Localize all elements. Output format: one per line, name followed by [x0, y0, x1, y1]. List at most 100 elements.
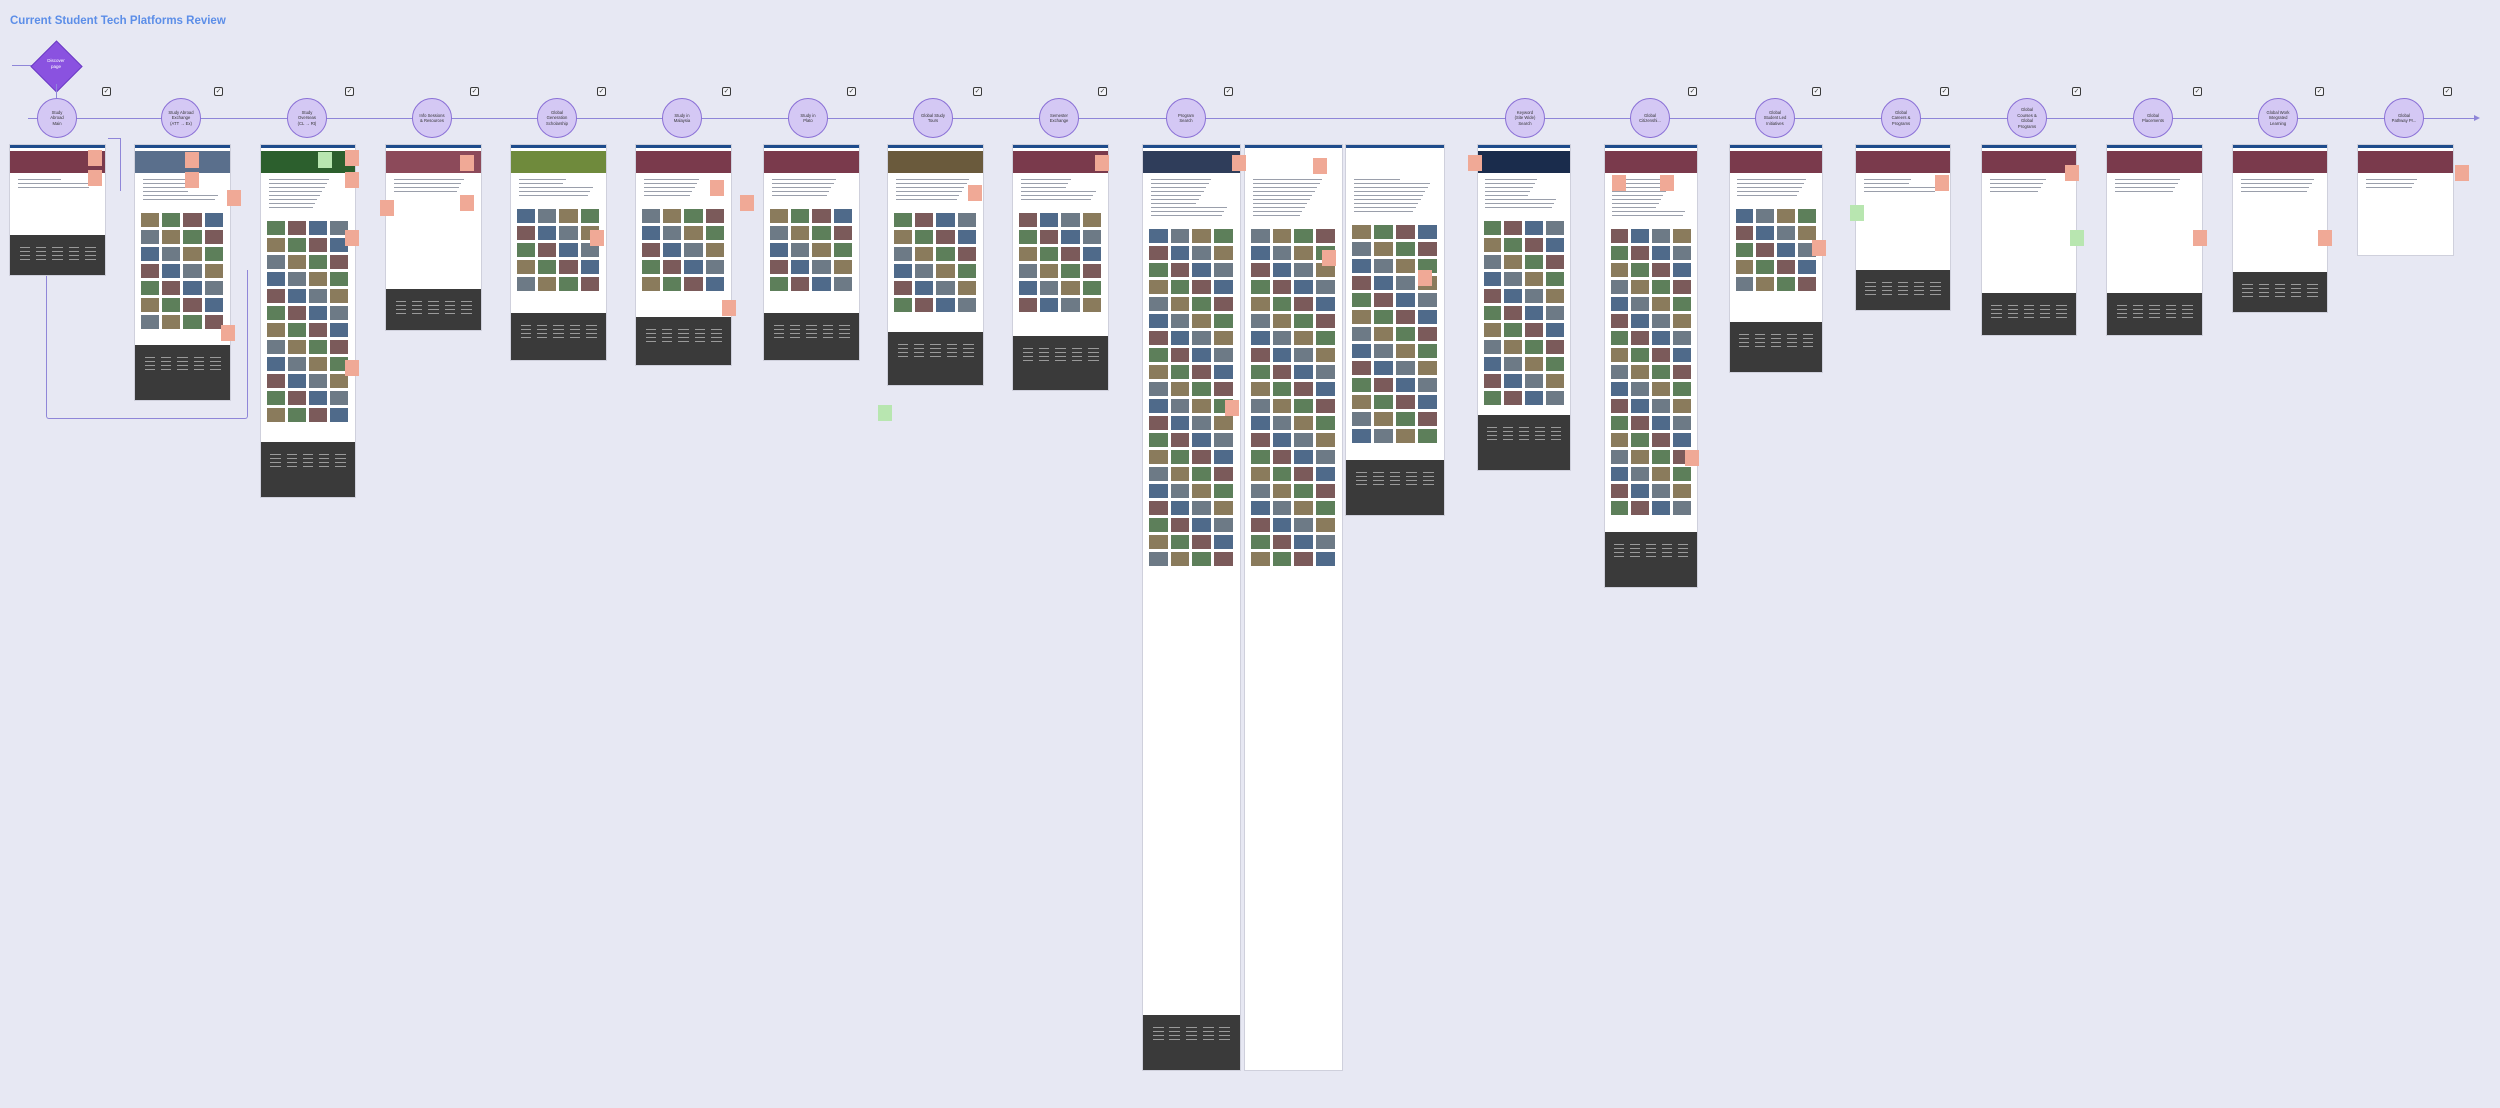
flow-step-node[interactable]: Global Generation Scholarship [537, 98, 577, 138]
flow-step-node[interactable]: Study in Plato [788, 98, 828, 138]
screenshot-body-text [2115, 179, 2195, 195]
annotation-note[interactable] [2455, 165, 2469, 181]
annotation-note[interactable] [380, 200, 394, 216]
flow-step-node[interactable]: Study in Malaysia [662, 98, 702, 138]
annotation-note[interactable] [1812, 240, 1826, 256]
flow-step-node[interactable]: Global Citizenshi... [1630, 98, 1670, 138]
screenshot-hero [2107, 151, 2202, 173]
checkbox-icon[interactable]: ✓ [470, 87, 479, 96]
screenshot-footer [10, 235, 105, 275]
flow-step-node[interactable]: Global Study Tours [913, 98, 953, 138]
annotation-note[interactable] [740, 195, 754, 211]
annotation-note[interactable] [460, 155, 474, 171]
flow-step-node[interactable]: Global Placements [2133, 98, 2173, 138]
annotation-note[interactable] [1232, 155, 1246, 171]
checkbox-icon[interactable]: ✓ [2072, 87, 2081, 96]
checkbox-icon[interactable]: ✓ [214, 87, 223, 96]
flow-step-node[interactable]: Global Courses & Global Programs [2007, 98, 2047, 138]
page-screenshot[interactable] [764, 145, 859, 360]
page-screenshot[interactable] [1856, 145, 1950, 310]
page-screenshot[interactable] [261, 145, 355, 497]
loop-connector-2 [108, 138, 121, 191]
annotation-note[interactable] [1225, 400, 1239, 416]
flow-step-node[interactable]: Global Pathway Pr... [2384, 98, 2424, 138]
annotation-note[interactable] [185, 152, 199, 168]
page-screenshot[interactable] [2107, 145, 2202, 335]
checkbox-icon[interactable]: ✓ [2315, 87, 2324, 96]
annotation-note[interactable] [1313, 158, 1327, 174]
screenshot-footer [2107, 293, 2202, 335]
annotation-note[interactable] [88, 170, 102, 186]
flow-step-node[interactable]: Global Careers & Programs [1881, 98, 1921, 138]
annotation-note[interactable] [1468, 155, 1482, 171]
page-screenshot[interactable] [135, 145, 230, 400]
annotation-note[interactable] [710, 180, 724, 196]
checkbox-icon[interactable]: ✓ [1688, 87, 1697, 96]
checkbox-icon[interactable]: ✓ [2193, 87, 2202, 96]
annotation-note[interactable] [1418, 270, 1432, 286]
annotation-note[interactable] [1685, 450, 1699, 466]
annotation-note[interactable] [345, 360, 359, 376]
annotation-note[interactable] [2318, 230, 2332, 246]
checkbox-icon[interactable]: ✓ [847, 87, 856, 96]
flow-step-node[interactable]: Study Abroad Main [37, 98, 77, 138]
screenshot-nav-bar [1856, 145, 1950, 148]
flow-step-node[interactable]: Global Student Led Initiatives [1755, 98, 1795, 138]
page-screenshot[interactable] [1143, 145, 1240, 1070]
checkbox-icon[interactable]: ✓ [1098, 87, 1107, 96]
checkbox-icon[interactable]: ✓ [1224, 87, 1233, 96]
page-screenshot[interactable] [636, 145, 731, 365]
page-screenshot[interactable] [1478, 145, 1570, 470]
checkbox-icon[interactable]: ✓ [973, 87, 982, 96]
page-screenshot[interactable] [1346, 145, 1444, 515]
annotation-note[interactable] [88, 150, 102, 166]
annotation-note[interactable] [185, 172, 199, 188]
annotation-note[interactable] [722, 300, 736, 316]
annotation-note[interactable] [1850, 205, 1864, 221]
annotation-note[interactable] [345, 150, 359, 166]
checkbox-icon[interactable]: ✓ [345, 87, 354, 96]
checkbox-icon[interactable]: ✓ [102, 87, 111, 96]
flow-step-node[interactable]: Study Abroad Exchange (ATT → Ex) [161, 98, 201, 138]
page-screenshot[interactable] [1982, 145, 2076, 335]
checkbox-icon[interactable]: ✓ [1940, 87, 1949, 96]
checkbox-icon[interactable]: ✓ [597, 87, 606, 96]
page-screenshot[interactable] [1730, 145, 1822, 372]
flow-step-node[interactable]: Global Work Integrated Learning [2258, 98, 2298, 138]
annotation-note[interactable] [2193, 230, 2207, 246]
page-screenshot[interactable] [386, 145, 481, 330]
annotation-note[interactable] [2070, 230, 2084, 246]
page-screenshot[interactable] [1605, 145, 1697, 587]
page-screenshot[interactable] [2233, 145, 2327, 312]
checkbox-icon[interactable]: ✓ [2443, 87, 2452, 96]
annotation-note[interactable] [1095, 155, 1109, 171]
checkbox-icon[interactable]: ✓ [1812, 87, 1821, 96]
annotation-note[interactable] [878, 405, 892, 421]
page-screenshot[interactable] [2358, 145, 2453, 255]
flow-step-node[interactable]: Info Sessions & Resources [412, 98, 452, 138]
page-screenshot[interactable] [1013, 145, 1108, 390]
annotation-note[interactable] [345, 230, 359, 246]
flow-step-node[interactable]: Study Overseas (CL → Rt) [287, 98, 327, 138]
annotation-note[interactable] [1660, 175, 1674, 191]
annotation-note[interactable] [227, 190, 241, 206]
checkbox-icon[interactable]: ✓ [722, 87, 731, 96]
annotation-note[interactable] [590, 230, 604, 246]
annotation-note[interactable] [345, 172, 359, 188]
annotation-note[interactable] [2065, 165, 2079, 181]
annotation-note[interactable] [460, 195, 474, 211]
flow-step-node[interactable]: Program Search [1166, 98, 1206, 138]
screenshot-nav-bar [1478, 145, 1570, 148]
annotation-note[interactable] [1612, 175, 1626, 191]
annotation-note[interactable] [221, 325, 235, 341]
page-screenshot[interactable] [511, 145, 606, 360]
annotation-note[interactable] [1935, 175, 1949, 191]
annotation-note[interactable] [968, 185, 982, 201]
flow-step-node[interactable]: Keyword (Site Wide) Search [1505, 98, 1545, 138]
page-screenshot[interactable] [888, 145, 983, 385]
page-screenshot[interactable] [1245, 145, 1342, 1070]
annotation-note[interactable] [318, 152, 332, 168]
flow-step-node[interactable]: Semester Exchange [1039, 98, 1079, 138]
screenshot-nav-bar [1245, 145, 1342, 148]
annotation-note[interactable] [1322, 250, 1336, 266]
